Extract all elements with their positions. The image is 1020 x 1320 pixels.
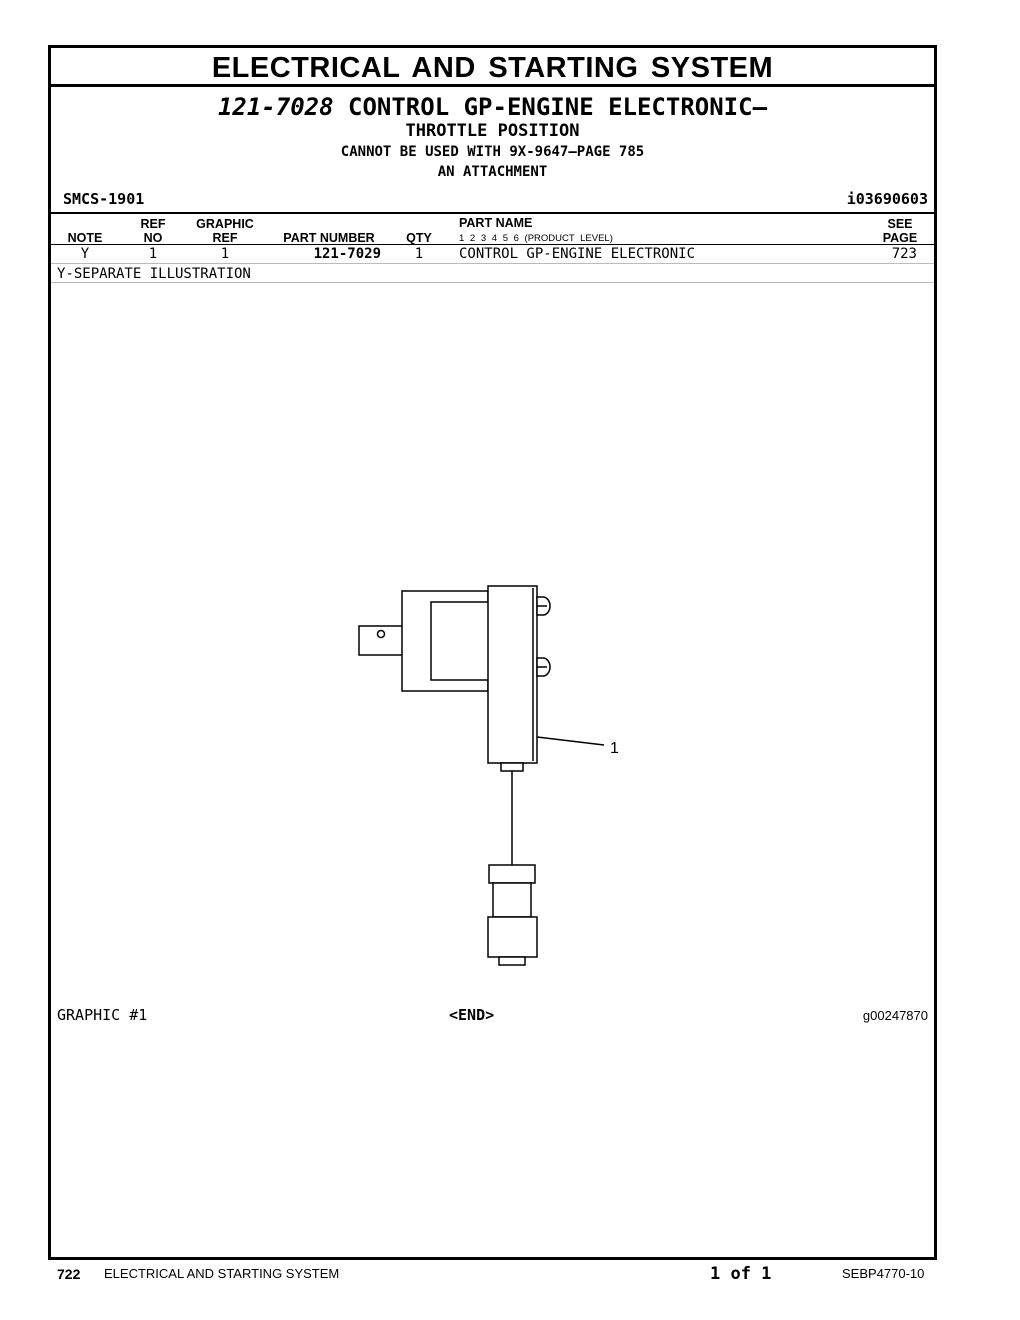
row-part-name: CONTROL GP-ENGINE ELECTRONIC [459,246,696,262]
row-ref-no: 1 [148,246,158,262]
header-see-page-1: SEE [887,217,913,231]
header-see-page-2: PAGE [882,231,918,245]
page-frame: ELECTRICAL AND STARTING SYSTEM 121-7028 … [48,45,937,1260]
header-product-levels: 1 2 3 4 5 6 (PRODUCT LEVEL) [459,233,613,244]
page-number: 722 [57,1266,81,1282]
page-of: 1 of 1 [710,1264,772,1284]
header-part-number: PART NUMBER [283,231,375,245]
connector-tip [498,956,526,966]
connector-neck [492,882,532,918]
connector-cap [488,864,536,884]
callout-1: 1 [610,740,619,757]
group-note-line1: CANNOT BE USED WITH 9X-9647—PAGE 785 [340,144,645,160]
sensor-body [487,585,538,764]
row-note: Y [80,246,90,262]
reference-id: i03690603 [846,190,928,208]
end-marker: <END> [449,1006,495,1024]
row-bottom-rule [51,263,934,264]
throttle-position-illustration: 1 [358,585,619,966]
group-note-line2: AN ATTACHMENT [437,164,548,180]
table-top-rule [51,212,934,214]
connector-body [487,916,538,958]
document-id: SEBP4770-10 [842,1266,925,1281]
header-graphic-ref-1: GRAPHIC [196,217,254,231]
section-title: ELECTRICAL AND STARTING SYSTEM [51,48,934,87]
row-part-number: 121-7029 [313,246,381,262]
footer-section: ELECTRICAL AND STARTING SYSTEM [104,1266,340,1281]
smcs-code: SMCS-1901 [63,190,145,208]
group-title-line1: CONTROL GP-ENGINE ELECTRONIC— [348,93,768,121]
separate-illustration-note: Y-SEPARATE ILLUSTRATION [57,266,251,282]
graphic-label: GRAPHIC #1 [57,1006,148,1024]
header-ref-no-2: NO [143,231,163,245]
callout-leader [536,736,605,746]
header-graphic-ref-2: REF [212,231,238,245]
header-note: NOTE [67,231,103,245]
group-part-number: 121-7028 [217,93,334,121]
header-bottom-rule [51,244,934,245]
cable-grommet [500,762,524,772]
mounting-hole [376,629,386,639]
group-title-line2: THROTTLE POSITION [405,121,580,141]
row-see-page: 723 [891,246,917,262]
group-title: 121-7028 CONTROL GP-ENGINE ELECTRONIC— [51,94,934,120]
header-qty: QTY [406,231,432,245]
graphic-number: g00247870 [862,1008,928,1023]
header-part-name: PART NAME [459,216,533,230]
row-qty: 1 [414,246,424,262]
header-ref-no-1: REF [140,217,166,231]
footnote-bottom-rule [51,282,934,283]
row-graphic-ref: 1 [220,246,230,262]
bracket-window [430,601,490,681]
